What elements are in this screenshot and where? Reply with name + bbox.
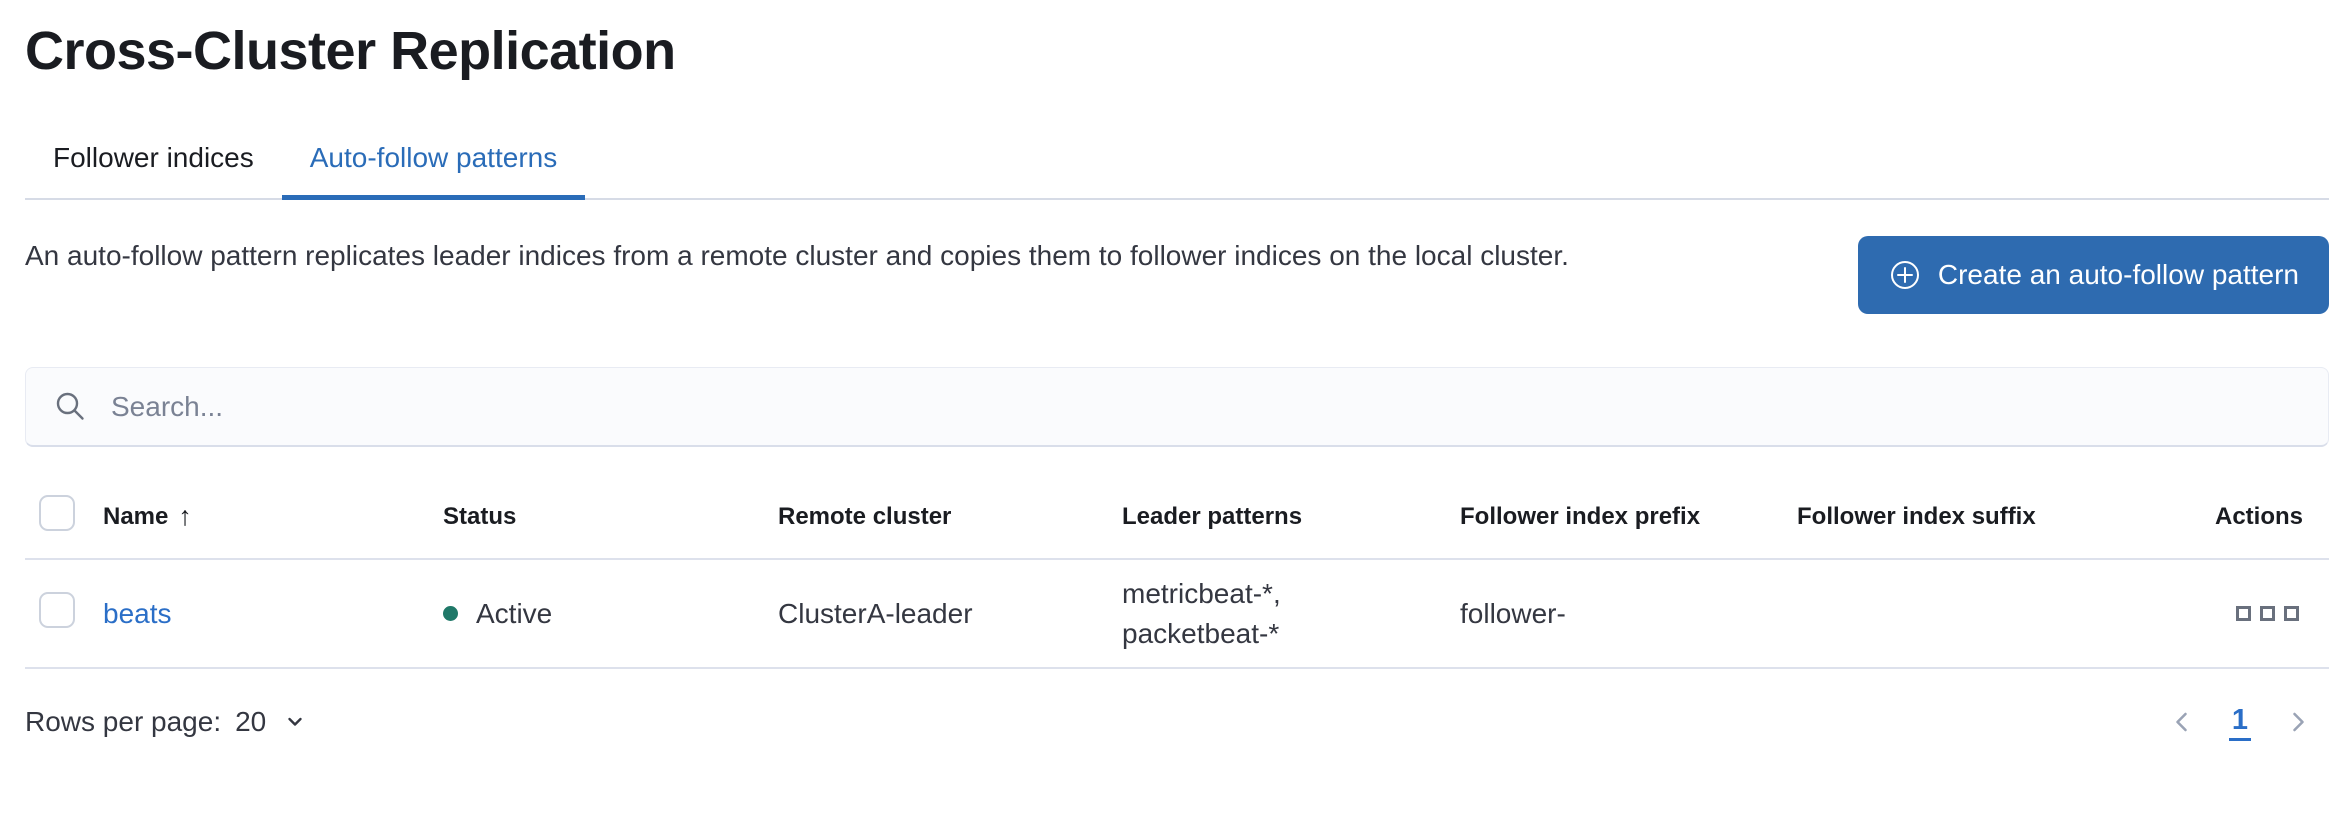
- leader-pattern-line: metricbeat-*,: [1122, 577, 1281, 609]
- tab-bar: Follower indices Auto-follow patterns: [25, 142, 2329, 200]
- column-header-follower-index-suffix: Follower index suffix: [1797, 502, 2036, 530]
- header-checkbox-cell: [25, 495, 103, 538]
- row-checkbox[interactable]: [39, 592, 75, 628]
- column-header-name[interactable]: Name ↑: [103, 501, 192, 531]
- plus-in-circle-icon: [1888, 258, 1922, 292]
- status-label: Active: [476, 597, 553, 629]
- page-number-current[interactable]: 1: [2228, 704, 2251, 741]
- column-header-actions: Actions: [2214, 502, 2303, 530]
- tab-auto-follow-patterns[interactable]: Auto-follow patterns: [281, 142, 586, 200]
- cell-leader-patterns: metricbeat-*, packetbeat-*: [1122, 574, 1460, 654]
- previous-page-button[interactable]: [2167, 707, 2197, 737]
- cell-name: beats: [103, 598, 443, 630]
- column-header-remote-cluster: Remote cluster: [778, 502, 952, 530]
- tab-follower-indices[interactable]: Follower indices: [53, 142, 254, 173]
- status-active-dot-icon: [443, 606, 458, 621]
- rows-per-page-button[interactable]: Rows per page: 20: [25, 706, 306, 738]
- cross-cluster-replication-page: Cross-Cluster Replication Follower indic…: [0, 18, 2336, 775]
- create-auto-follow-pattern-button[interactable]: Create an auto-follow pattern: [1857, 236, 2329, 314]
- rows-per-page-value: 20: [235, 706, 267, 737]
- select-all-checkbox[interactable]: [39, 495, 75, 531]
- table-header-row: Name ↑ Status Remote cluster Leader patt…: [25, 447, 2329, 560]
- row-checkbox-cell: [25, 592, 103, 635]
- page-description: An auto-follow pattern replicates leader…: [25, 240, 1569, 271]
- pattern-name-link[interactable]: beats: [103, 597, 172, 629]
- sort-ascending-arrow-icon: ↑: [178, 501, 192, 531]
- table-footer: Rows per page: 20 1: [25, 669, 2329, 775]
- search-bar: [25, 367, 2329, 447]
- column-header-leader-patterns: Leader patterns: [1122, 502, 1303, 530]
- rows-per-page-label: Rows per page:: [25, 706, 222, 737]
- intro-section: An auto-follow pattern replicates leader…: [25, 236, 2329, 314]
- cell-status: Active: [443, 598, 778, 630]
- create-button-label: Create an auto-follow pattern: [1937, 259, 2299, 290]
- table-row: beats Active ClusterA-leader metricbeat-…: [25, 560, 2329, 669]
- chevron-left-icon: [2167, 707, 2197, 737]
- column-header-follower-index-prefix: Follower index prefix: [1460, 502, 1701, 530]
- column-header-status: Status: [443, 502, 517, 530]
- auto-follow-patterns-table: Name ↑ Status Remote cluster Leader patt…: [25, 447, 2329, 669]
- boxes-horizontal-icon: [2260, 606, 2275, 621]
- search-icon: [54, 390, 87, 423]
- boxes-horizontal-icon: [2236, 606, 2251, 621]
- chevron-down-icon: [284, 711, 306, 733]
- pagination: 1: [2167, 704, 2329, 741]
- cell-actions: [2232, 602, 2329, 625]
- leader-pattern-line: packetbeat-*: [1122, 617, 1280, 649]
- cell-follower-index-prefix: follower-: [1460, 597, 1566, 629]
- chevron-right-icon: [2283, 707, 2313, 737]
- row-actions-button[interactable]: [2232, 602, 2303, 625]
- search-input[interactable]: [109, 389, 2300, 424]
- next-page-button[interactable]: [2283, 707, 2313, 737]
- page-title: Cross-Cluster Replication: [25, 21, 676, 81]
- boxes-horizontal-icon: [2284, 606, 2299, 621]
- cell-remote-cluster: ClusterA-leader: [778, 597, 973, 629]
